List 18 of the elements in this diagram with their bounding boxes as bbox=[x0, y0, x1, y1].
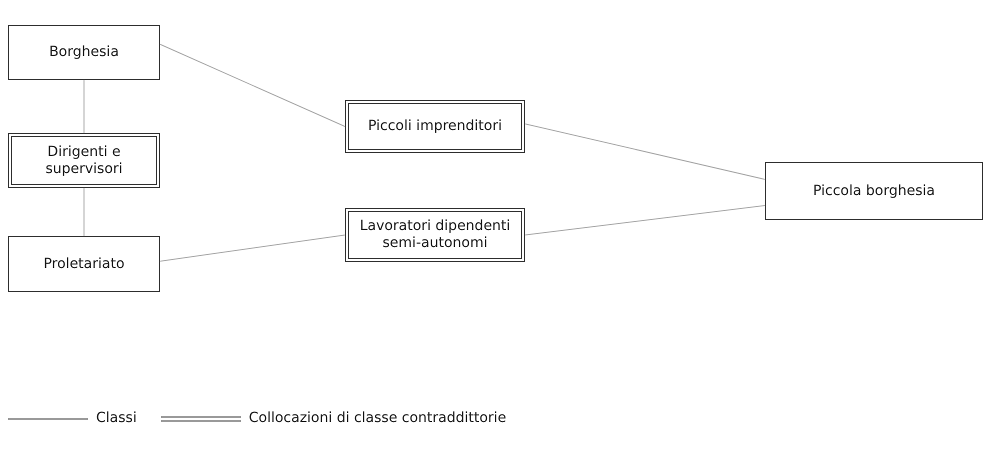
class-box bbox=[8, 25, 160, 80]
connector-line bbox=[524, 205, 766, 236]
class-box bbox=[765, 162, 983, 220]
connector-line bbox=[524, 123, 766, 180]
double-bordered-box bbox=[8, 133, 160, 188]
double-bordered-box bbox=[345, 208, 525, 262]
legend-label: Collocazioni di classe contraddittorie bbox=[248, 409, 506, 428]
box-label: Borghesia bbox=[49, 44, 119, 61]
legend-label: Classi bbox=[96, 409, 137, 428]
class-box bbox=[8, 236, 160, 292]
connector-line bbox=[160, 234, 346, 262]
box-label: Dirigenti e supervisori bbox=[44, 144, 124, 178]
box-label: Lavoratori dipendenti semi-autonomi bbox=[358, 218, 512, 252]
box-label: Piccoli imprenditori bbox=[368, 118, 502, 135]
box-label: Piccola borghesia bbox=[812, 182, 935, 200]
connector-line bbox=[160, 44, 346, 127]
double-bordered-box bbox=[345, 100, 525, 153]
box-label: Proletariato bbox=[43, 256, 125, 272]
